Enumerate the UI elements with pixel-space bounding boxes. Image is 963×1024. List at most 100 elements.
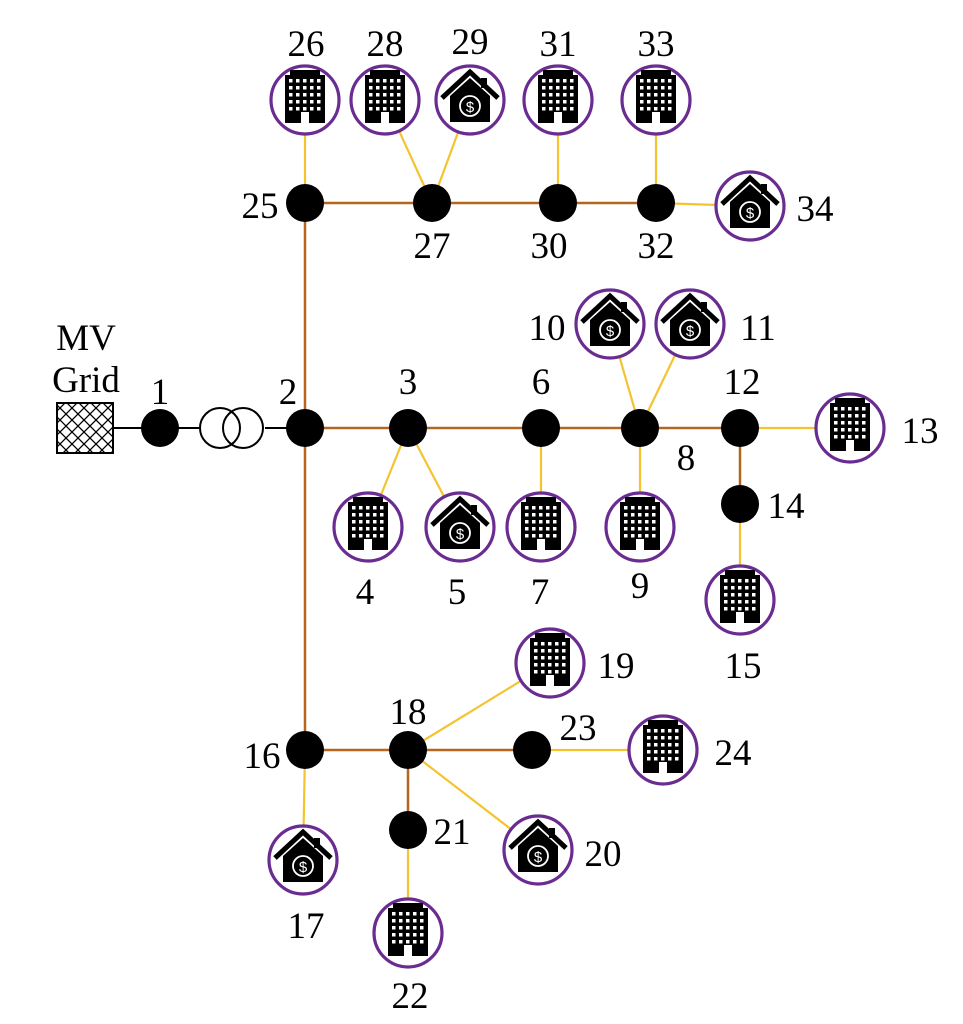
home-load-10: $ (574, 288, 646, 360)
office-building-icon (620, 497, 660, 550)
office-load-7 (505, 491, 577, 563)
bus-node-30 (539, 184, 577, 222)
node-label-17: 17 (288, 906, 325, 947)
home-dollar-icon: $ (430, 495, 490, 549)
node-label-31: 31 (540, 24, 577, 65)
office-building-icon (521, 497, 561, 550)
node-label-9: 9 (631, 566, 650, 607)
node-label-30: 30 (531, 226, 568, 267)
bus-node-23 (513, 731, 551, 769)
office-load-13 (814, 392, 886, 464)
bus-node-12 (721, 409, 759, 447)
office-building-icon (285, 70, 325, 123)
svg-text:$: $ (466, 99, 475, 116)
node-label-34: 34 (797, 189, 834, 230)
node-label-10: 10 (529, 308, 566, 349)
node-label-7: 7 (531, 572, 550, 613)
svg-text:$: $ (686, 323, 695, 340)
bus-node-18 (389, 731, 427, 769)
mv-grid-label-line2: Grid (52, 360, 120, 401)
node-label-2: 2 (279, 372, 298, 413)
svg-text:$: $ (534, 849, 543, 866)
office-building-icon (388, 903, 428, 956)
bus-node-3 (389, 409, 427, 447)
office-load-24 (627, 714, 699, 786)
bus-node-27 (413, 184, 451, 222)
bus-node-14 (721, 485, 759, 523)
bus-node-32 (637, 184, 675, 222)
home-load-20: $ (502, 814, 574, 886)
home-dollar-icon: $ (440, 68, 500, 122)
office-load-26 (269, 64, 341, 136)
node-label-21: 21 (434, 812, 471, 853)
node-label-5: 5 (448, 572, 467, 613)
office-building-icon (636, 70, 676, 123)
svg-text:$: $ (606, 323, 615, 340)
node-label-13: 13 (902, 411, 939, 452)
office-building-icon (720, 570, 760, 623)
bus-node-2 (286, 409, 324, 447)
bus-node-8 (621, 409, 659, 447)
node-label-22: 22 (392, 976, 429, 1017)
bus-node-6 (522, 409, 560, 447)
home-load-29: $ (434, 64, 506, 136)
home-dollar-icon: $ (720, 174, 780, 228)
office-building-icon (530, 633, 570, 686)
transformer-layer (199, 407, 264, 449)
office-load-15 (704, 564, 776, 636)
home-load-5: $ (424, 491, 496, 563)
node-label-6: 6 (532, 362, 551, 403)
node-label-11: 11 (740, 308, 776, 349)
svg-text:$: $ (456, 526, 465, 543)
bus-node-21 (389, 811, 427, 849)
office-building-icon (348, 497, 388, 550)
node-label-33: 33 (638, 24, 675, 65)
svg-text:$: $ (746, 205, 755, 222)
bus-node-25 (286, 184, 324, 222)
node-label-18: 18 (390, 692, 427, 733)
mv-grid-label-line1: MV (56, 318, 116, 359)
node-label-12: 12 (724, 362, 761, 403)
node-label-27: 27 (414, 226, 451, 267)
bus-node-16 (286, 731, 324, 769)
node-label-28: 28 (367, 24, 404, 65)
office-building-icon (538, 70, 578, 123)
office-load-33 (620, 64, 692, 136)
office-building-icon (830, 398, 870, 451)
office-load-9 (604, 491, 676, 563)
node-label-16: 16 (244, 736, 281, 777)
node-label-20: 20 (585, 834, 622, 875)
node-label-32: 32 (638, 226, 675, 267)
node-label-24: 24 (715, 733, 752, 774)
office-load-22 (372, 897, 444, 969)
node-label-15: 15 (725, 646, 762, 687)
home-dollar-icon: $ (580, 292, 640, 346)
node-label-29: 29 (452, 22, 489, 63)
office-load-31 (522, 64, 594, 136)
mv-grid-icon (56, 402, 114, 454)
node-label-1: 1 (151, 372, 170, 413)
node-label-26: 26 (288, 24, 325, 65)
bus-node-1 (141, 409, 179, 447)
node-label-8: 8 (677, 438, 696, 479)
node-label-3: 3 (399, 362, 418, 403)
transformer-icon (199, 407, 264, 449)
home-load-17: $ (267, 824, 339, 896)
home-dollar-icon: $ (273, 828, 333, 882)
node-label-14: 14 (768, 486, 805, 527)
home-dollar-icon: $ (508, 818, 568, 872)
node-label-25: 25 (242, 186, 279, 227)
node-label-4: 4 (356, 572, 375, 613)
home-dollar-icon: $ (660, 292, 720, 346)
office-load-4 (332, 491, 404, 563)
home-load-11: $ (654, 288, 726, 360)
office-load-28 (349, 64, 421, 136)
office-building-icon (365, 70, 405, 123)
office-load-19 (514, 627, 586, 699)
svg-text:$: $ (299, 859, 308, 876)
node-label-23: 23 (560, 708, 597, 749)
node-label-19: 19 (598, 646, 635, 687)
nodes-layer: $ $ $ $ $ $ $ (141, 64, 886, 969)
